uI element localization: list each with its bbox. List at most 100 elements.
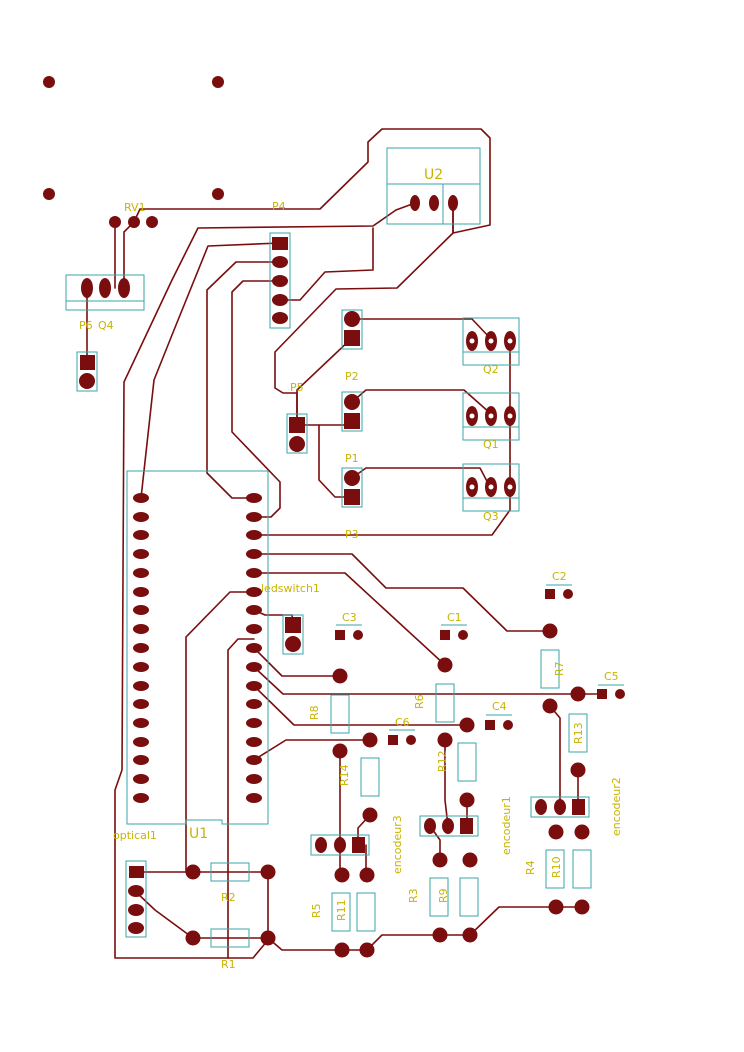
p5-pad-square [289, 417, 305, 433]
encodeur1-pad [442, 818, 454, 834]
c1-pad [458, 630, 468, 640]
r13-body [568, 713, 588, 753]
c3-pad [353, 630, 363, 640]
ledswitch-outline [282, 614, 304, 655]
p4-pad [272, 312, 288, 324]
r12-pad [459, 717, 475, 733]
r3-pad [462, 852, 478, 868]
label-encodeur1: encodeur1 [500, 796, 513, 855]
label-r4: R4 [524, 860, 537, 875]
u1-pin [246, 737, 262, 747]
q3-drill [488, 484, 494, 490]
u2-outline [386, 147, 481, 225]
r9-body [429, 877, 449, 917]
track-u1-c6 [253, 739, 371, 761]
q1-drill [488, 413, 494, 419]
r10-pad [548, 899, 564, 915]
track-left-bus [114, 202, 416, 959]
track-rv1-p4 [133, 128, 491, 234]
u1-pin [133, 681, 149, 691]
r2-body [210, 862, 250, 882]
u1-pin [133, 662, 149, 672]
label-q2: Q2 [483, 363, 499, 376]
ledswitch-pad [285, 636, 301, 652]
r11-pad [359, 867, 375, 883]
r9-pad [432, 927, 448, 943]
encodeur2-pad [535, 799, 547, 815]
encodeur2-pad [554, 799, 566, 815]
p2-pad [344, 394, 360, 410]
label-c5: C5 [604, 670, 619, 683]
track-p4-pin3 [231, 280, 281, 518]
r14-pad [362, 732, 378, 748]
r10-body [545, 849, 565, 889]
label-r7: R7 [553, 661, 566, 676]
u1-pin [133, 512, 149, 522]
p2-top-pad-square [344, 330, 360, 346]
track-u1-c5 [253, 666, 603, 695]
rv1-pad [128, 216, 140, 228]
label-r10: R10 [550, 856, 563, 878]
label-r11: R11 [335, 899, 348, 921]
u1-pin [246, 549, 262, 559]
u1-pin [246, 755, 262, 765]
q4-pad [99, 278, 111, 298]
u1-pin [246, 512, 262, 522]
p1-outline [341, 467, 363, 508]
u1-pin [246, 662, 262, 672]
label-p4: P4 [272, 200, 286, 213]
r1-pad [185, 930, 201, 946]
track-u2-p5 [274, 202, 454, 426]
r4-pad [574, 824, 590, 840]
u1-pin [246, 587, 262, 597]
encodeur3-outline [310, 834, 370, 856]
label-r9: R9 [437, 888, 450, 903]
encodeur1-outline [419, 815, 479, 837]
track-p5-p2b [296, 337, 353, 426]
r3-pad [432, 852, 448, 868]
p1-pad [344, 470, 360, 486]
label-r3: R3 [407, 888, 420, 903]
u1-pin [246, 568, 262, 578]
label-p5: P5 [290, 381, 304, 394]
c5-pad [615, 689, 625, 699]
label-ledswitch1: ledswitch1 [261, 582, 320, 595]
track-u1-c3 [253, 647, 341, 677]
r7-pad [542, 698, 558, 714]
pads [43, 76, 625, 958]
u1-pin [133, 793, 149, 803]
label-u1: U1 [189, 826, 208, 842]
label-encodeur2: encodeur2 [610, 777, 623, 836]
u1-pin [246, 681, 262, 691]
track-rv1-q4-b [123, 221, 135, 289]
u1-pin [133, 737, 149, 747]
u1-pin [133, 493, 149, 503]
p2-outline [341, 391, 363, 432]
label-r8: R8 [308, 705, 321, 720]
label-r12: R12 [436, 750, 449, 772]
r7-body [540, 649, 560, 689]
u1-pin [133, 774, 149, 784]
label-encodeur3: encodeur3 [391, 815, 404, 874]
track-r1 [135, 891, 269, 939]
r6-pad [437, 657, 453, 673]
q1-drill [507, 413, 513, 419]
ledswitch-pad-square [285, 617, 301, 633]
u2-pad [410, 195, 420, 211]
mounting-hole [43, 76, 55, 88]
r8-pad [332, 743, 348, 759]
u1-pin [133, 699, 149, 709]
label-p6: P6 [79, 319, 93, 332]
track-p2-q1 [351, 389, 491, 414]
p1-pad-square [344, 489, 360, 505]
r6-body [435, 683, 455, 723]
c6-pad [406, 735, 416, 745]
u1-pin [133, 643, 149, 653]
mounting-hole [43, 188, 55, 200]
p4-pad-square [272, 237, 288, 250]
r4-pad [548, 824, 564, 840]
q2-drill [507, 338, 513, 344]
r5-pad [359, 942, 375, 958]
r13-pad [570, 762, 586, 778]
r13-pad [570, 686, 586, 702]
